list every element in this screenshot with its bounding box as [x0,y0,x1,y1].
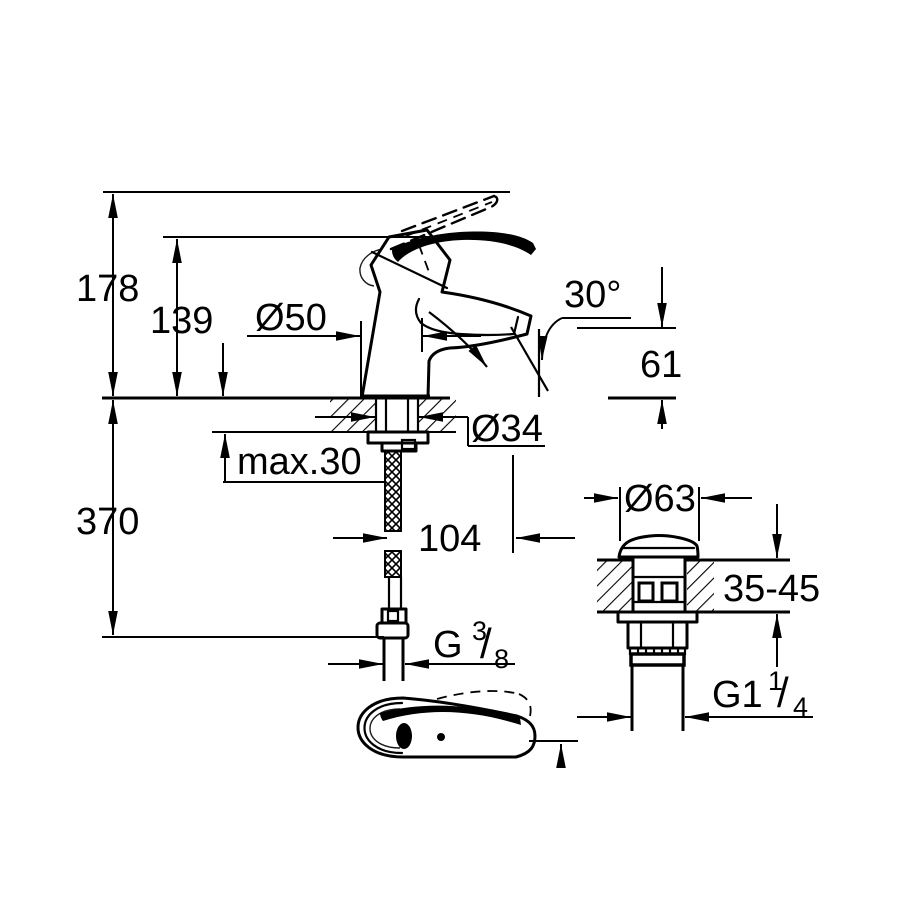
dim-label-d50: Ø50 [255,297,327,339]
dim-hose-drop: 370 [76,400,384,638]
hose-braid-upper [384,450,402,532]
dim-stream-angle: 30° [537,274,631,361]
waste-cap [617,534,700,559]
overflow-window-left [637,581,655,603]
dim-label-61: 61 [640,344,682,386]
waste-thread-label-num: 1 [768,666,783,696]
handle-cap-arc [363,701,404,755]
dim-label-30deg: 30° [564,274,621,316]
angle-arc-arrow [537,317,563,361]
deck-hatch-right [419,399,456,431]
waste-collar [629,652,686,667]
locknut-castellation [628,646,687,656]
dim-waste-cap-diameter: Ø63 [584,478,752,541]
waste-tailpipe [630,665,685,731]
dim-supply-thread: G 3 / 8 [328,616,515,674]
shank-thread-lines [374,396,420,433]
basin-hatch-left [597,561,632,611]
handle-detail-blob [396,723,412,749]
shank-side-fitting [400,438,417,451]
dim-base-diameter: Ø50 [247,297,481,396]
dim-spout-reach: 104 [333,455,575,560]
lever-top-band [380,705,521,725]
stream-angle-slant-line [510,326,549,392]
lever-raised-dashed-bottom [389,205,493,251]
hose-smooth-section [387,575,403,612]
deck-hatch-left [330,399,375,431]
hose-connector-detail [386,609,400,623]
dim-label-max30: max.30 [237,441,362,483]
faucet-body-outline [360,228,533,399]
thread-label-den: 8 [494,644,509,674]
thread-label-g: G [433,624,463,666]
dim-label-139: 139 [150,300,213,342]
mounting-shank [366,396,430,453]
waste-locknut [626,620,689,650]
lever-raised-dashed-top [400,194,496,233]
deck-section [102,396,676,433]
dim-label-370: 370 [76,501,139,543]
dim-label-3545: 35-45 [723,568,820,610]
joint-facet-line [370,250,449,290]
handle-detail-dot [437,733,445,741]
dim-overall-height: 178 [76,191,510,396]
hose-nut [375,621,410,640]
waste-thread-label-den: 4 [793,692,808,722]
shank-flange [366,430,430,445]
handle-cap-arc-inner [369,708,401,749]
lever-raised-dashed-mid [405,201,493,237]
dim-deck-thickness: max.30 [218,343,384,483]
stream-direction-arrow [428,311,488,368]
waste-cap-ext-lines [619,487,700,541]
dim-shank-diameter: Ø34 [315,408,545,450]
hose-braid-lower [384,550,402,578]
thread-label-num: 3 [472,616,487,646]
supply-hose [375,450,410,681]
locknut-facets [639,620,675,650]
basin-hatch-right [687,561,714,611]
dim-label-178: 178 [76,268,139,310]
dim-spout-height: 61 [577,267,682,429]
pop-up-waste-view [597,534,790,731]
hose-tail-thread [382,638,405,681]
faucet-side-view [359,194,549,399]
shank-label-leader [467,417,545,447]
dim-waste-thread: G1 1 / 4 [577,666,813,722]
waste-thread-label-g1: G1 [712,674,763,716]
thread-label-slash: / [480,620,492,667]
dim-label-104: 104 [418,518,481,560]
lever-swing-dashed-end [518,693,532,717]
joint-dashed-line [418,244,430,273]
waste-thread-label-slash: / [777,669,789,716]
lever-raised-dashed-tip [489,194,499,209]
overflow-window-right [660,581,679,603]
spout-inner-line [414,297,515,337]
dim-basin-thickness: 35-45 [723,504,820,667]
dim-lever-height: 139 [150,236,450,396]
dim-label-d34: Ø34 [471,408,543,450]
lever-swing-dashed [436,690,520,700]
handle-plan-view [356,690,578,768]
handle-ghost-outline [359,248,385,287]
lever-side-view [392,231,536,262]
dim-label-d63: Ø63 [624,478,696,520]
